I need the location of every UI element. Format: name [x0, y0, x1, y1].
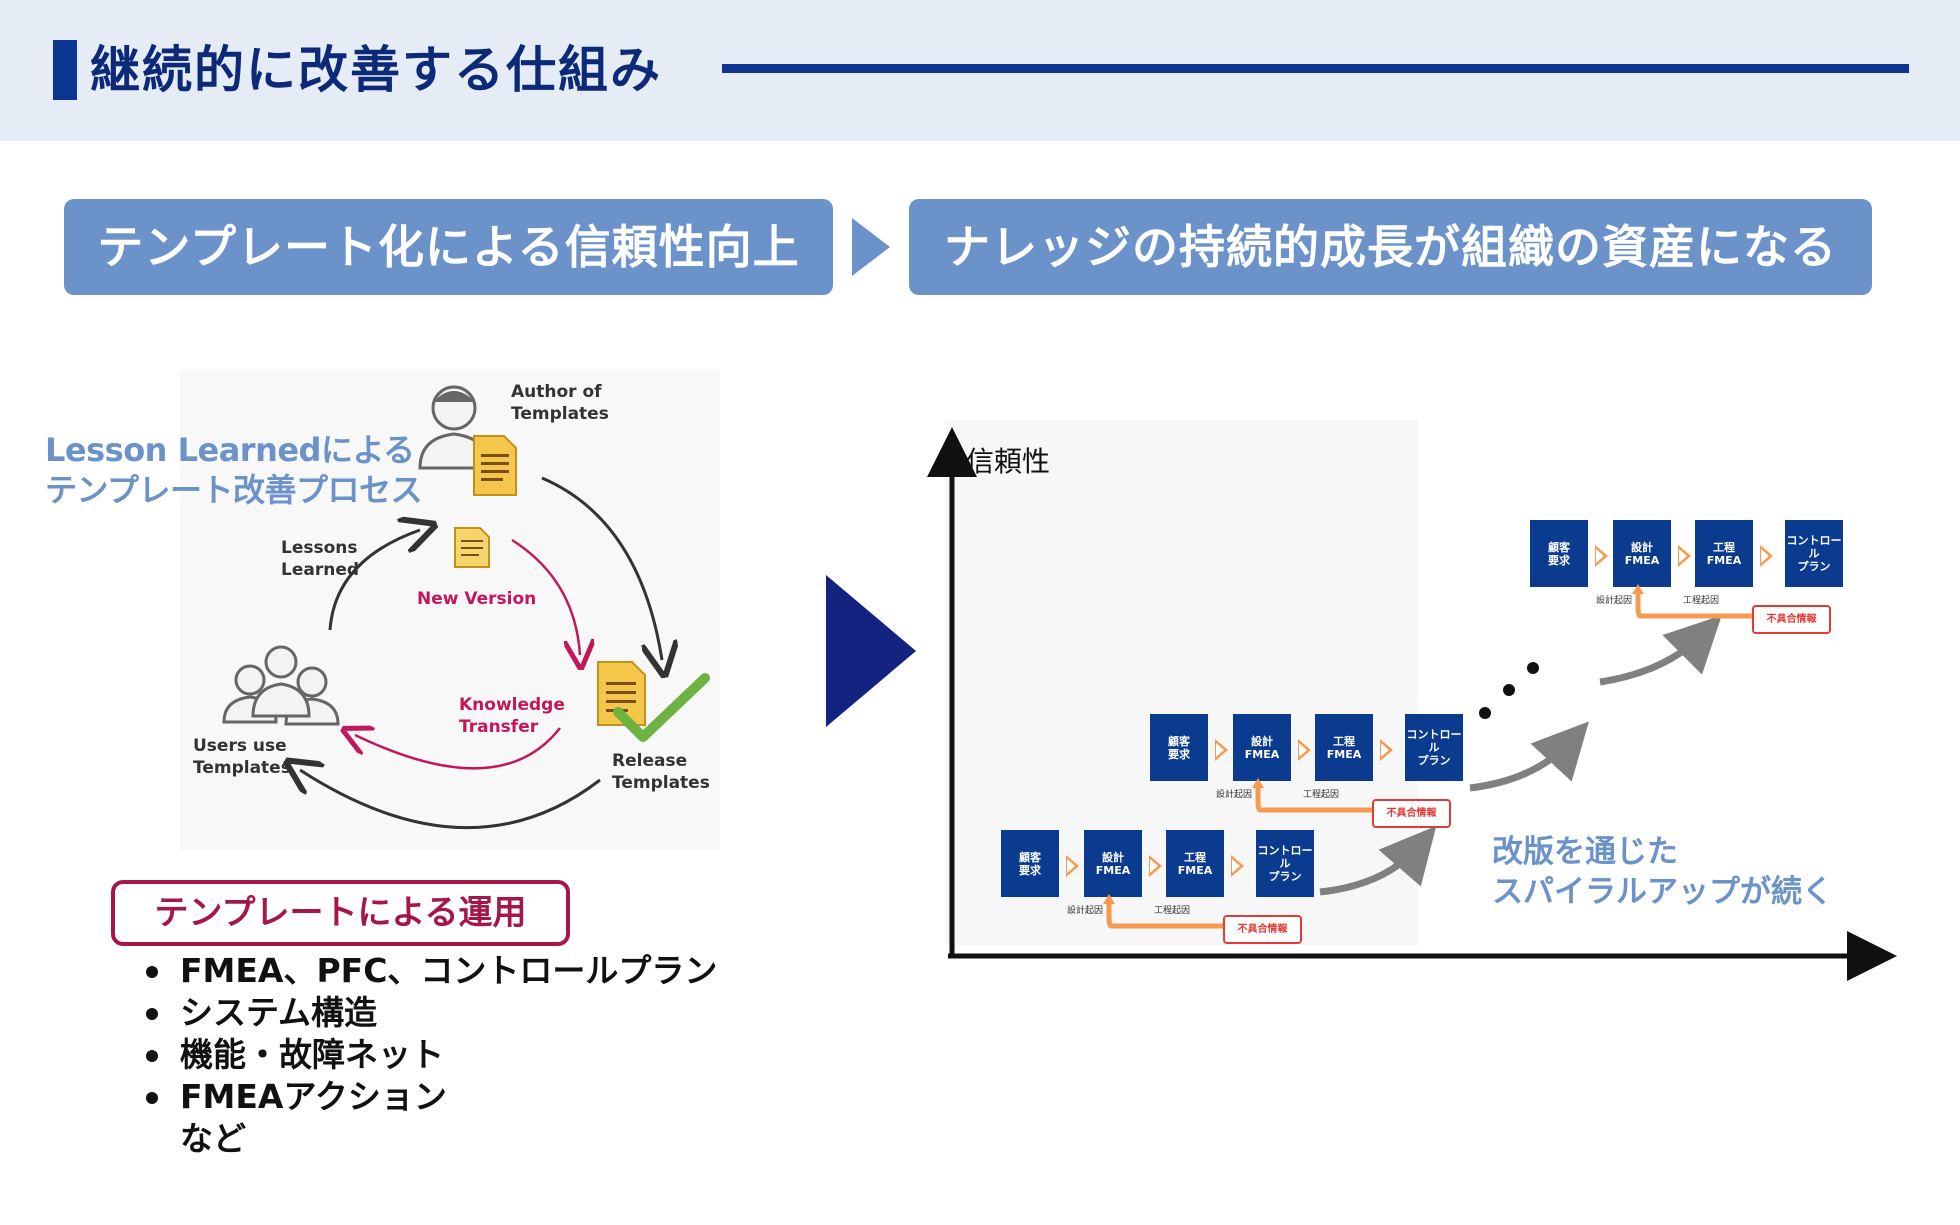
banner-arrow-icon	[852, 218, 890, 276]
operations-tail: など	[180, 1119, 246, 1158]
arrow-users-to-lessons	[328, 530, 420, 631]
arrow-new-version	[511, 538, 580, 655]
arrow-knowledge-transfer	[355, 728, 561, 770]
release-checkmark-icon	[613, 673, 710, 742]
flow-feedback-arrow	[1252, 778, 1372, 813]
flow-box-control-plan: コントロールプラン	[1785, 520, 1843, 587]
flow-box-customer: 顧客要求	[1001, 830, 1059, 897]
operations-item: FMEA、PFC、コントロールプラン	[146, 950, 717, 992]
banner-knowledge-asset: ナレッジの持続的成長が組織の資産になる	[909, 199, 1872, 295]
template-operations-title: テンプレートによる運用	[111, 880, 570, 946]
release-label-line1: Release	[612, 751, 688, 771]
flow-box-control-plan: コントロールプラン	[1405, 714, 1463, 781]
flow-label-design-origin: 設計起因	[1067, 906, 1104, 916]
arrow-release-to-users	[300, 770, 601, 830]
flow-chevron-icon	[1595, 545, 1608, 567]
lessons-label-line2: Learned	[281, 560, 360, 580]
title-accent-bar	[53, 40, 77, 100]
new-version-document-icon	[454, 527, 490, 568]
flow-label-process-origin: 工程起因	[1683, 596, 1720, 606]
banner-template-reliability: テンプレート化による信頼性向上	[64, 199, 833, 295]
flow-chevron-icon	[1298, 739, 1311, 761]
release-document-icon	[597, 661, 646, 726]
flow-chevron-icon	[1380, 739, 1393, 761]
lesson-caption-line1: Lesson Learnedによる	[45, 431, 415, 469]
spiral-up-caption: 改版を通じた スパイラルアップが続く	[1492, 832, 1833, 912]
flow-chevron-icon	[1760, 545, 1773, 567]
flow-chevron-icon	[1231, 855, 1244, 877]
author-document-icon	[473, 435, 517, 496]
knowledge-transfer-label: Knowledge Transfer	[459, 694, 565, 738]
operations-list: FMEA、PFC、コントロールプラン システム構造 機能・故障ネット FMEAア…	[146, 950, 717, 1160]
reliability-axis-label: 信頼性	[966, 445, 1051, 478]
ellipsis-dot	[1503, 684, 1515, 696]
author-label-line1: Author of	[511, 382, 602, 402]
flow-chevron-icon	[1066, 855, 1079, 877]
flow-box-customer: 顧客要求	[1150, 714, 1208, 781]
new-version-label: New Version	[417, 589, 537, 609]
users-group-icon	[222, 645, 340, 726]
spiral-arrow-1	[1319, 825, 1437, 896]
author-label: Author of Templates	[511, 381, 609, 425]
flow-chevron-icon	[1149, 855, 1162, 877]
defect-info-badge: 不具合情報	[1223, 915, 1302, 944]
flow-label-process-origin: 工程起因	[1303, 790, 1340, 800]
transition-arrow-icon	[826, 575, 916, 727]
flow-feedback-arrow	[1632, 584, 1752, 619]
flow-label-process-origin: 工程起因	[1154, 906, 1191, 916]
ellipsis-dot	[1479, 707, 1491, 719]
defect-info-badge: 不具合情報	[1752, 605, 1831, 634]
lesson-caption-line2: テンプレート改善プロセス	[45, 471, 423, 509]
flow-box-customer: 顧客要求	[1530, 520, 1588, 587]
operations-item: システム構造	[146, 992, 717, 1034]
title-rule	[722, 64, 1909, 73]
knowledge-label-line2: Transfer	[459, 717, 539, 737]
users-label-line1: Users use	[193, 736, 287, 756]
operations-item: 機能・故障ネット	[146, 1034, 717, 1076]
operations-item: FMEAアクション	[146, 1076, 717, 1118]
knowledge-label-line1: Knowledge	[459, 695, 565, 715]
flow-feedback-arrow	[1103, 894, 1223, 929]
arrow-author-to-release	[541, 476, 662, 660]
flow-box-control-plan: コントロールプラン	[1256, 830, 1314, 897]
users-label: Users use Templates	[193, 735, 291, 779]
flow-label-design-origin: 設計起因	[1596, 596, 1633, 606]
spiral-arrow-2	[1469, 721, 1589, 792]
release-label: Release Templates	[612, 750, 710, 794]
author-person-icon	[418, 385, 490, 470]
release-label-line2: Templates	[612, 773, 710, 793]
spiral-arrow-3	[1599, 615, 1722, 686]
lesson-learned-caption: Lesson Learnedによる テンプレート改善プロセス	[45, 430, 423, 510]
flow-label-design-origin: 設計起因	[1216, 790, 1253, 800]
spiral-caption-line2: スパイラルアップが続く	[1492, 874, 1833, 910]
defect-info-badge: 不具合情報	[1372, 799, 1451, 828]
author-label-line2: Templates	[511, 404, 609, 424]
users-label-line2: Templates	[193, 758, 291, 778]
lessons-learned-label: Lessons Learned	[281, 537, 359, 581]
lessons-label-line1: Lessons	[281, 538, 358, 558]
flow-chevron-icon	[1215, 739, 1228, 761]
flow-chevron-icon	[1678, 545, 1691, 567]
ellipsis-dot	[1527, 662, 1539, 674]
spiral-caption-line1: 改版を通じた	[1492, 834, 1678, 870]
page-title: 継続的に改善する仕組み	[90, 41, 662, 99]
